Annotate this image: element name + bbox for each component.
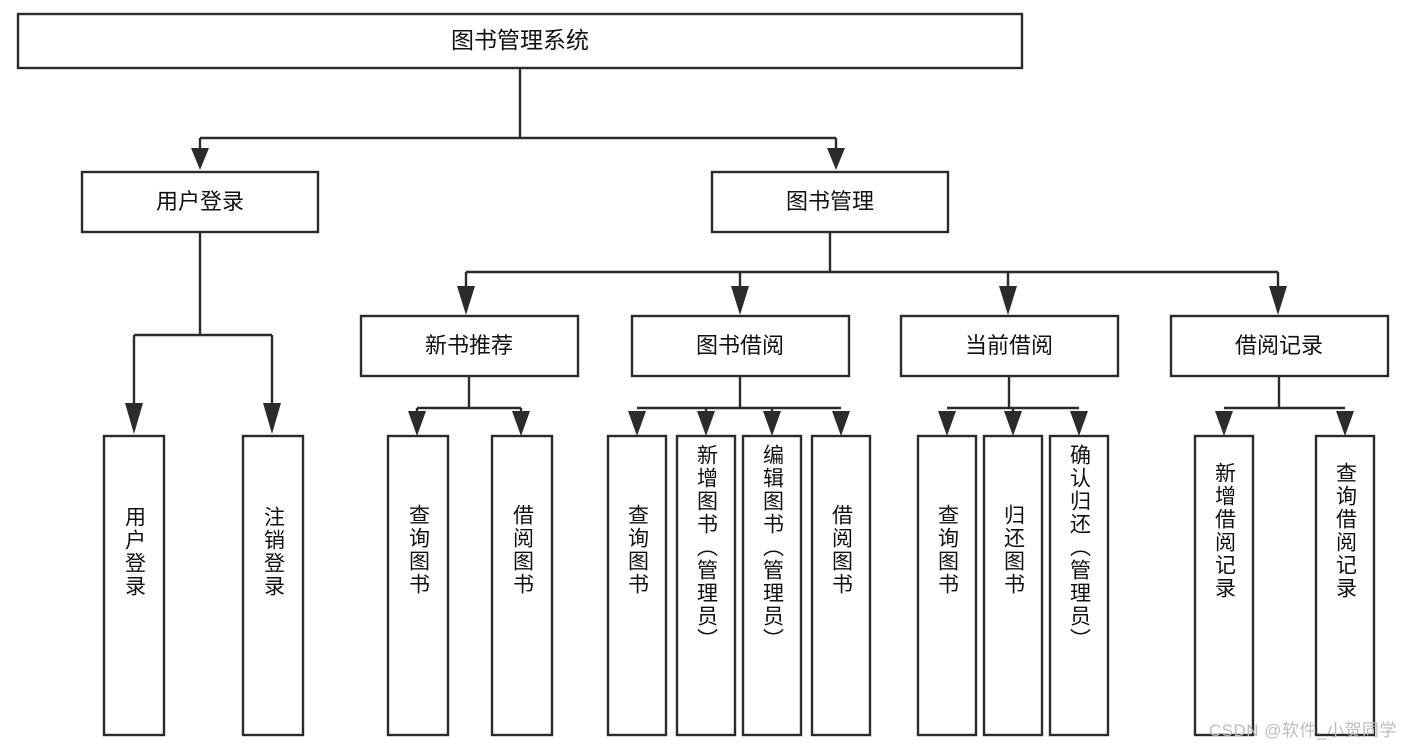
node-book-management[interactable]: 图书管理 xyxy=(710,170,950,234)
node-book-management-box xyxy=(710,170,950,234)
leaf-br-query-record-box[interactable] xyxy=(1314,434,1376,737)
node-borrow-record[interactable]: 借阅记录 xyxy=(1169,314,1390,378)
arrowhead-ul-c1 xyxy=(125,403,143,434)
node-borrow-record-box xyxy=(1169,314,1390,378)
node-root[interactable]: 图书管理系统 xyxy=(16,12,1024,70)
leaf-cb-return-book-box[interactable] xyxy=(982,434,1044,737)
arrowhead-bb-c4 xyxy=(832,411,850,436)
arrowhead-bm-c3 xyxy=(999,286,1017,315)
arrowhead-book-mgmt xyxy=(827,148,845,170)
arrowhead-bb-c1 xyxy=(628,411,646,436)
node-user-login-label: 用户登录 xyxy=(156,189,244,214)
leaf-bb-edit-book-box[interactable] xyxy=(741,434,803,737)
leaf-nbr-query-book-box[interactable] xyxy=(386,434,450,737)
arrowhead-cb-c2 xyxy=(1004,411,1022,436)
node-current-borrow-box xyxy=(899,314,1120,378)
leaf-bb-add-book-box[interactable] xyxy=(675,434,737,737)
node-new-book-recommend-label: 新书推荐 xyxy=(425,333,513,358)
leaf-br-add-record-box[interactable] xyxy=(1193,434,1255,737)
node-new-book-recommend[interactable]: 新书推荐 xyxy=(359,314,580,378)
leaf-bb-borrow-book-box[interactable] xyxy=(810,434,872,737)
node-new-book-recommend-box xyxy=(359,314,580,378)
arrowhead-bb-c3 xyxy=(763,411,781,436)
leaf-logout-box[interactable] xyxy=(241,434,305,737)
node-borrow-record-label: 借阅记录 xyxy=(1235,333,1323,358)
arrowhead-br-c2 xyxy=(1336,411,1354,436)
leaf-cb-confirm-return-box[interactable] xyxy=(1048,434,1110,737)
node-root-box xyxy=(16,12,1024,70)
arrowhead-bb-c2 xyxy=(697,411,715,436)
node-root-label: 图书管理系统 xyxy=(451,27,589,53)
leaf-nbr-borrow-book-box[interactable] xyxy=(490,434,554,737)
node-book-borrow-label: 图书借阅 xyxy=(696,333,784,358)
arrowhead-cb-c3 xyxy=(1070,411,1088,436)
arrowhead-ul-c2 xyxy=(263,403,281,434)
node-book-management-label: 图书管理 xyxy=(786,189,874,214)
arrowhead-user-login xyxy=(191,148,209,170)
arrowhead-bm-c2 xyxy=(731,286,749,315)
leaf-cb-query-book-box[interactable] xyxy=(916,434,978,737)
leaf-user-login-box[interactable] xyxy=(102,434,166,737)
leaf-bb-query-book-box[interactable] xyxy=(606,434,668,737)
arrowhead-bm-c4 xyxy=(1269,286,1287,315)
arrowhead-cb-c1 xyxy=(938,411,956,436)
node-book-borrow[interactable]: 图书借阅 xyxy=(630,314,851,378)
csdn-watermark: CSDN @软件_小贺同学 xyxy=(1208,721,1397,740)
node-current-borrow[interactable]: 当前借阅 xyxy=(899,314,1120,378)
node-book-borrow-box xyxy=(630,314,851,378)
node-current-borrow-label: 当前借阅 xyxy=(965,333,1053,358)
arrowhead-br-c1 xyxy=(1215,411,1233,436)
node-user-login[interactable]: 用户登录 xyxy=(80,170,320,234)
arrowhead-nbr-c1 xyxy=(408,411,426,436)
arrowhead-bm-c1 xyxy=(457,286,475,315)
arrowhead-nbr-c2 xyxy=(512,411,530,436)
